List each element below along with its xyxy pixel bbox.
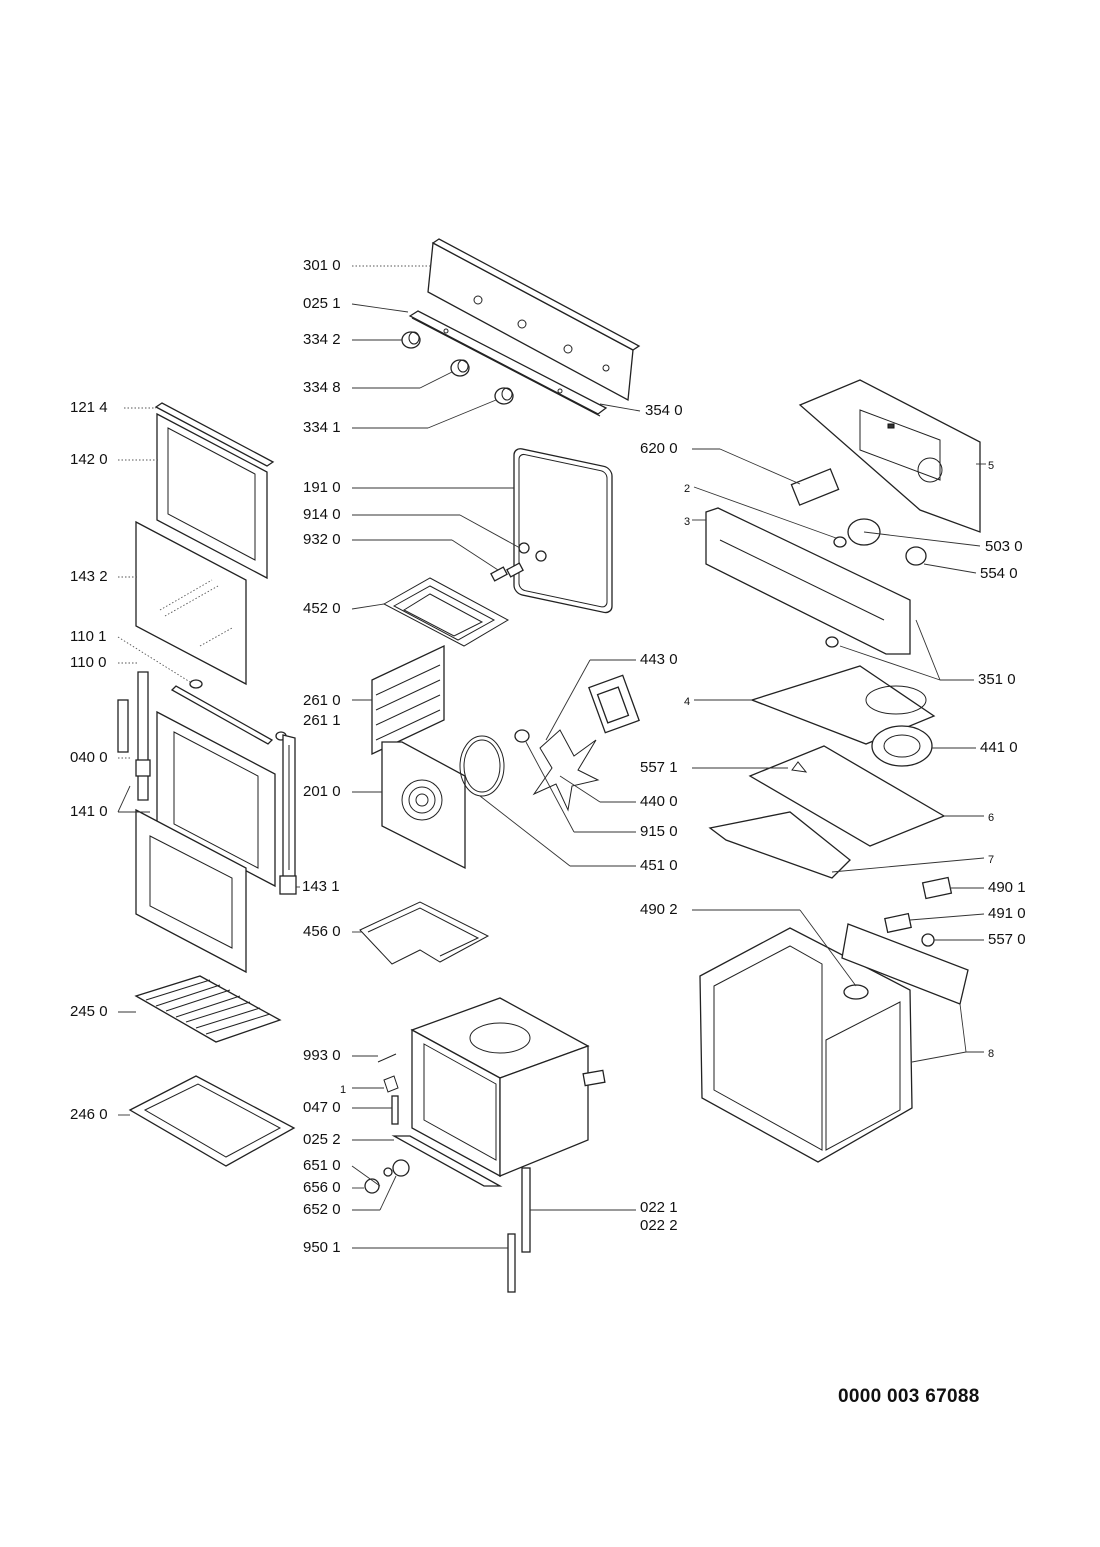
label-354-0: 354 0 <box>645 402 683 419</box>
control-panel-part <box>427 238 641 402</box>
panel-rail-part <box>408 310 608 417</box>
label-110-0: 110 0 <box>70 654 107 671</box>
ring-heater-part <box>459 735 505 797</box>
label-261-0: 261 0 <box>303 692 341 709</box>
label-651-0: 651 0 <box>303 1157 341 1174</box>
label-440-0: 440 0 <box>640 793 678 810</box>
label-441-0: 441 0 <box>980 739 1018 756</box>
fan-motor-part <box>514 674 640 812</box>
label-993-0: 993 0 <box>303 1047 341 1064</box>
label-142-0: 142 0 <box>70 451 108 468</box>
top-cover-part <box>798 379 981 533</box>
knob-parts <box>401 331 514 405</box>
label-491-0: 491 0 <box>988 905 1026 922</box>
label-191-0: 191 0 <box>303 479 341 496</box>
label-301-0: 301 0 <box>303 257 341 274</box>
label-915-0: 915 0 <box>640 823 678 840</box>
label-143-1: 143 1 <box>302 878 340 895</box>
door-outer-glass <box>156 412 268 580</box>
fan-support-part <box>705 468 927 655</box>
wire-shelf-part <box>134 975 282 1043</box>
back-panel-part <box>381 741 466 870</box>
label-456-0: 456 0 <box>303 923 341 940</box>
label-557-0: 557 0 <box>988 931 1026 948</box>
label-6: 6 <box>988 812 995 824</box>
label-245-0: 245 0 <box>70 1003 108 1020</box>
label-351-0: 351 0 <box>978 671 1016 688</box>
label-334-2: 334 2 <box>303 331 341 348</box>
document-number: 0000 003 67088 <box>838 1386 980 1407</box>
label-110-1: 110 1 <box>70 628 107 645</box>
label-554-0: 554 0 <box>980 565 1018 582</box>
label-334-8: 334 8 <box>303 379 341 396</box>
label-025-1: 025 1 <box>303 295 341 312</box>
hinge-pin-parts <box>170 679 287 745</box>
label-1: 1 <box>340 1084 347 1096</box>
oven-seal-part <box>513 448 613 614</box>
cooling-fan-duct-part <box>750 665 936 767</box>
label-490-1: 490 1 <box>988 879 1026 896</box>
label-121-4: 121 4 <box>70 399 108 416</box>
label-261-1: 261 1 <box>303 712 341 729</box>
oven-casing-part <box>699 923 969 1163</box>
label-950-1: 950 1 <box>303 1239 341 1256</box>
top-shield-part <box>708 745 946 879</box>
label-4: 4 <box>684 696 691 708</box>
door-top-profile <box>154 402 275 467</box>
label-025-2: 025 2 <box>303 1131 341 1148</box>
label-620-0: 620 0 <box>640 440 678 457</box>
label-8: 8 <box>988 1048 995 1060</box>
door-inner-glass <box>135 520 247 686</box>
leader-lines <box>117 265 986 1249</box>
top-heater-part <box>382 562 524 647</box>
switch-parts <box>884 876 953 947</box>
label-047-0: 047 0 <box>303 1099 341 1116</box>
label-452-0: 452 0 <box>303 600 341 617</box>
label-914-0: 914 0 <box>303 506 341 523</box>
lower-heater-part <box>359 901 490 965</box>
label-557-1: 557 1 <box>640 759 678 776</box>
label-656-0: 656 0 <box>303 1179 341 1196</box>
label-246-0: 246 0 <box>70 1106 108 1123</box>
label-022-2: 022 2 <box>640 1217 678 1234</box>
label-022-1: 022 1 <box>640 1199 678 1216</box>
label-5: 5 <box>988 460 995 472</box>
label-451-0: 451 0 <box>640 857 678 874</box>
label-201-0: 201 0 <box>303 783 341 800</box>
door-inner-panel <box>135 808 247 974</box>
side-rails-part <box>371 644 445 756</box>
label-334-1: 334 1 <box>303 419 341 436</box>
label-443-0: 443 0 <box>640 651 678 668</box>
label-503-0: 503 0 <box>985 538 1023 555</box>
label-490-2: 490 2 <box>640 901 678 918</box>
label-141-0: 141 0 <box>70 803 108 820</box>
lamp-nuts <box>518 542 547 562</box>
door-hinge-part <box>117 699 297 895</box>
oven-cavity-part <box>410 997 606 1178</box>
label-3: 3 <box>684 516 691 528</box>
label-652-0: 652 0 <box>303 1201 341 1218</box>
baking-tray-part <box>128 1075 296 1167</box>
label-7: 7 <box>988 854 995 866</box>
hinge-bracket-parts <box>364 1053 531 1293</box>
label-932-0: 932 0 <box>303 531 341 548</box>
label-040-0: 040 0 <box>70 749 108 766</box>
label-143-2: 143 2 <box>70 568 108 585</box>
label-2: 2 <box>684 483 691 495</box>
